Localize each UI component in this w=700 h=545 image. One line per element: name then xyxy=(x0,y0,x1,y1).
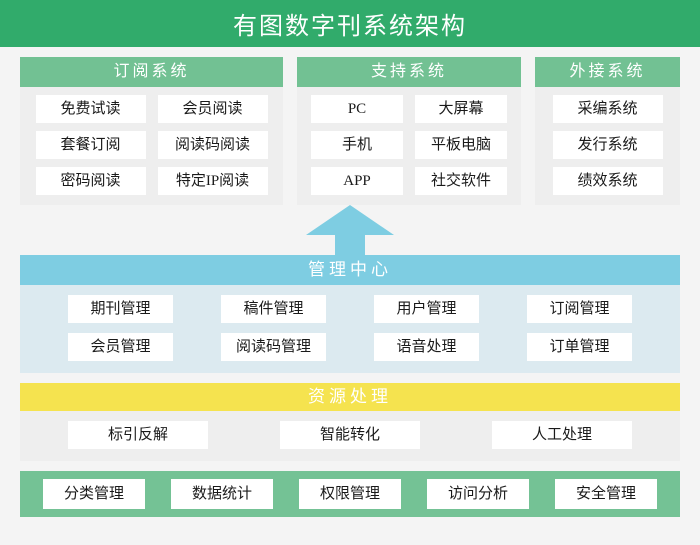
item-member-reading[interactable]: 会员阅读 xyxy=(157,95,268,123)
item-intelligent-conversion[interactable]: 智能转化 xyxy=(280,421,420,449)
item-member-management[interactable]: 会员管理 xyxy=(68,333,173,361)
item-category-management[interactable]: 分类管理 xyxy=(43,479,145,509)
item-manual-processing[interactable]: 人工处理 xyxy=(492,421,632,449)
resource-processing-header: 资源处理 xyxy=(20,383,680,411)
bottom-services-bar: 分类管理 数据统计 权限管理 访问分析 安全管理 xyxy=(20,471,680,517)
panel-support-system: 支持系统 PC 大屏幕 手机 平板电脑 APP 社交软件 xyxy=(297,57,521,205)
page-title: 有图数字刊系统架构 xyxy=(233,14,467,40)
item-journal-management[interactable]: 期刊管理 xyxy=(68,295,173,323)
item-order-management[interactable]: 订单管理 xyxy=(527,333,632,361)
item-tablet[interactable]: 平板电脑 xyxy=(415,131,507,159)
panel-header-subscription: 订阅系统 xyxy=(20,57,283,87)
item-package-subscription[interactable]: 套餐订阅 xyxy=(35,131,146,159)
panel-subscription-system: 订阅系统 免费试读 会员阅读 套餐订阅 阅读码阅读 密码阅读 特定IP阅读 xyxy=(20,57,283,205)
item-access-analysis[interactable]: 访问分析 xyxy=(427,479,529,509)
top-panels-row: 订阅系统 免费试读 会员阅读 套餐订阅 阅读码阅读 密码阅读 特定IP阅读 支持… xyxy=(0,47,700,205)
item-large-screen[interactable]: 大屏幕 xyxy=(415,95,507,123)
panel-header-external: 外接系统 xyxy=(535,57,680,87)
arrow-zone xyxy=(0,205,700,255)
item-app[interactable]: APP xyxy=(311,167,403,195)
item-social-software[interactable]: 社交软件 xyxy=(415,167,507,195)
resource-processing-items: 标引反解 智能转化 人工处理 xyxy=(20,411,680,449)
up-arrow-stem xyxy=(335,235,365,255)
item-user-management[interactable]: 用户管理 xyxy=(374,295,479,323)
item-manuscript-management[interactable]: 稿件管理 xyxy=(221,295,326,323)
item-reading-code-reading[interactable]: 阅读码阅读 xyxy=(157,131,268,159)
item-acquisition-editing-system[interactable]: 采编系统 xyxy=(552,95,663,123)
panel-external-system: 外接系统 采编系统 发行系统 绩效系统 xyxy=(535,57,680,205)
item-security-management[interactable]: 安全管理 xyxy=(555,479,657,509)
panel-items-external: 采编系统 发行系统 绩效系统 xyxy=(535,87,680,195)
item-subscription-management[interactable]: 订阅管理 xyxy=(527,295,632,323)
item-reading-code-management[interactable]: 阅读码管理 xyxy=(221,333,326,361)
item-voice-processing[interactable]: 语音处理 xyxy=(374,333,479,361)
item-distribution-system[interactable]: 发行系统 xyxy=(552,131,663,159)
item-pc[interactable]: PC xyxy=(311,95,403,123)
item-data-statistics[interactable]: 数据统计 xyxy=(171,479,273,509)
item-permission-management[interactable]: 权限管理 xyxy=(299,479,401,509)
item-password-reading[interactable]: 密码阅读 xyxy=(35,167,146,195)
item-mobile-phone[interactable]: 手机 xyxy=(311,131,403,159)
title-bar: 有图数字刊系统架构 xyxy=(0,0,700,47)
item-performance-system[interactable]: 绩效系统 xyxy=(552,167,663,195)
panel-items-subscription: 免费试读 会员阅读 套餐订阅 阅读码阅读 密码阅读 特定IP阅读 xyxy=(20,87,283,195)
item-free-trial[interactable]: 免费试读 xyxy=(35,95,146,123)
item-specific-ip-reading[interactable]: 特定IP阅读 xyxy=(157,167,268,195)
up-arrow-head xyxy=(306,205,394,235)
panel-items-support: PC 大屏幕 手机 平板电脑 APP 社交软件 xyxy=(297,87,521,195)
resource-processing-panel: 资源处理 标引反解 智能转化 人工处理 xyxy=(20,383,680,461)
management-center-panel: 管理中心 期刊管理 稿件管理 用户管理 订阅管理 会员管理 阅读码管理 语音处理… xyxy=(20,255,680,373)
up-arrow-icon xyxy=(306,205,394,255)
panel-header-support: 支持系统 xyxy=(297,57,521,87)
management-center-header: 管理中心 xyxy=(20,255,680,285)
management-center-items: 期刊管理 稿件管理 用户管理 订阅管理 会员管理 阅读码管理 语音处理 订单管理 xyxy=(20,285,680,361)
item-index-deconstruction[interactable]: 标引反解 xyxy=(68,421,208,449)
